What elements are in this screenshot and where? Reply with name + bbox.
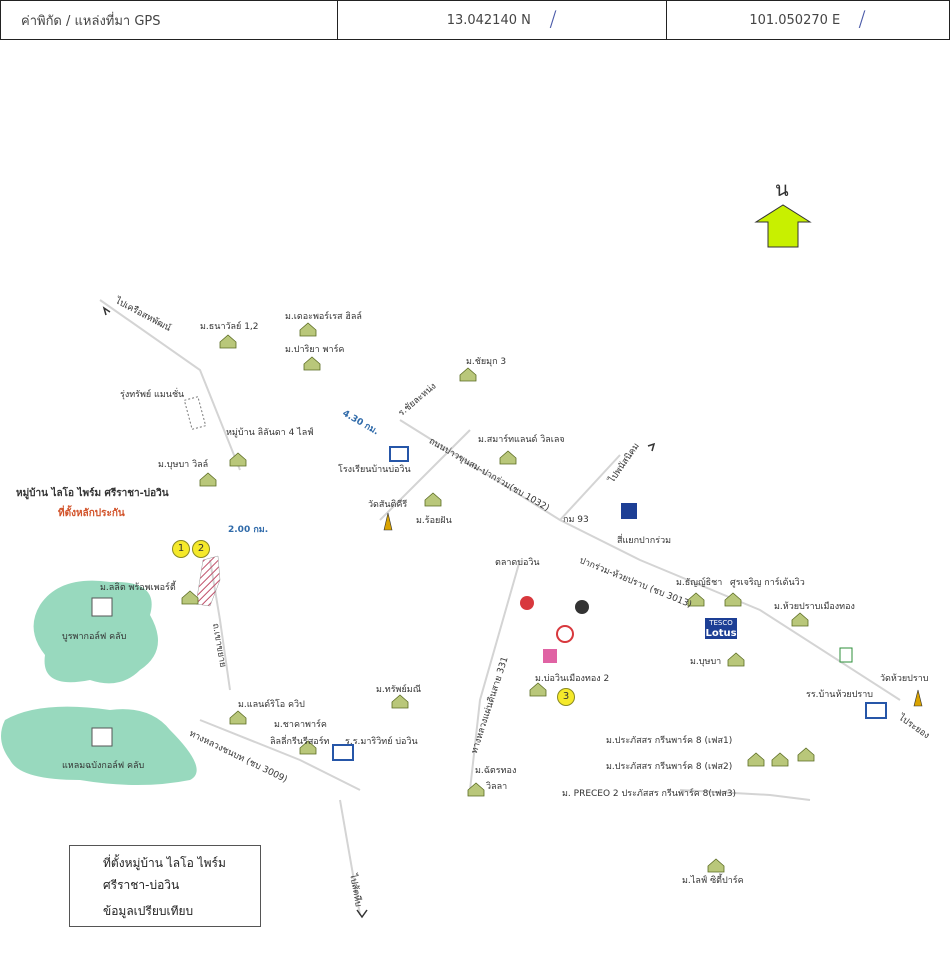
seven-eleven-icon <box>839 647 853 663</box>
temple-icon <box>913 689 923 707</box>
label-land-river: ม.แลนด์ริโอ ควิป <box>238 700 305 710</box>
compare-marker-3: 3 <box>557 688 575 706</box>
label-smart-land: ม.สมาร์ทแลนด์ วิลเลจ <box>478 435 565 445</box>
label-life-city: ม.ไลฟ์ ซิตี้ปาร์ค <box>682 876 744 886</box>
label-tanawan: ม.ธนาวัลย์ 1,2 <box>200 322 259 332</box>
compare-marker-2: 2 <box>192 540 210 558</box>
label-the-village: ม.เดอะพอร์เรส ฮิลล์ <box>285 312 362 322</box>
house-icon <box>219 334 237 349</box>
label-bussaba: ม.บุษบา วิลล์ <box>158 460 209 470</box>
bank-icon <box>556 625 574 643</box>
house-icon <box>299 740 317 755</box>
golf-icon <box>91 727 113 747</box>
label-roi-fan: ม.ร้อยฝัน <box>416 516 452 526</box>
north-arrow-icon <box>754 204 812 248</box>
label-green-park-2: ม.ประภัสสร กรีนพาร์ค 8 (เฟส2) <box>606 762 733 772</box>
house-icon <box>303 356 321 371</box>
golf-icon <box>91 597 113 617</box>
arrow-ne-icon <box>647 442 656 452</box>
label-lalinda: หมู่บ้าน ลิลันดา 4 ไลฟ์ <box>226 428 314 438</box>
house-icon <box>424 492 442 507</box>
label-green-park-1: ม.ประภัสสร กรีนพาร์ค 8 (เฟส1) <box>606 736 733 746</box>
label-lotus-green: ลิลลี่กรีนรีสอร์ท <box>270 737 330 747</box>
label-lakewood-golf: แหลมฉบังกอล์ฟ คลับ <box>62 761 145 771</box>
label-thanasit: ม.ธัญญ์ธิชา <box>676 578 723 588</box>
label-lio-village: หมู่บ้าน ไลโอ ไพร์ม ศรีราชา-บ่อวิน <box>16 488 169 499</box>
rungsap-plot <box>183 396 207 430</box>
label-lalit: ม.ลลิต พร้อพเพอร์ตี้ <box>100 583 176 593</box>
label-rungsap: รุ่งทรัพย์ แมนชั่น <box>120 390 185 400</box>
house-icon <box>181 590 199 605</box>
gps-label: ค่าพิกัด / แหล่งที่มา GPS <box>1 1 338 39</box>
school-icon <box>332 744 354 761</box>
gsb-icon <box>543 649 557 663</box>
house-icon <box>727 652 745 667</box>
house-icon <box>229 452 247 467</box>
house-icon <box>199 472 217 487</box>
house-icon <box>797 747 815 762</box>
label-burapha-golf: บูรพากอล์ฟ คลับ <box>62 632 127 642</box>
legend-compare: ข้อมูลเปรียบเทียบ <box>103 904 194 918</box>
gps-longitude: 101.050270 E╱ <box>749 11 868 29</box>
gps-latitude: 13.042140 N╱ <box>338 1 667 39</box>
house-icon <box>459 367 477 382</box>
legend-site-line1: ที่ตั้งหมู่บ้าน ไลโอ ไพร์ม <box>103 856 226 870</box>
label-preceo: ม. PRECEO 2 ประภัสสร กรีนพาร์ค 8(เฟส3) <box>562 789 737 799</box>
legend-site-line2: ศรีราชา-บ่อวิน <box>103 878 180 892</box>
house-icon <box>724 592 742 607</box>
label-ekachai: ม.ชาคาพาร์ค <box>274 720 327 730</box>
label-pakrua-junction: สี่แยกปากร่วม <box>617 536 672 546</box>
school-icon <box>389 446 409 462</box>
arrow-s-icon <box>356 909 368 919</box>
house-icon <box>771 752 789 767</box>
label-wat-huai-prap: วัดห้วยปราบ <box>880 674 929 684</box>
label-pariya: ม.ปาริยา พาร์ค <box>285 345 345 355</box>
house-icon <box>529 682 547 697</box>
bangkok-bank-icon <box>621 503 637 519</box>
temple-icon <box>383 512 393 531</box>
arrow-nw-icon <box>102 306 111 316</box>
label-bowin-muang: ม.บ่อวินเมืองทอง 2 <box>535 674 610 684</box>
label-km93: กม 93 <box>563 515 589 525</box>
house-icon <box>229 710 247 725</box>
label-wat-samkhiri: วัดสันติคีรี <box>368 500 408 510</box>
label-tak-mani: ม.ทรัพย์มณี <box>376 685 422 695</box>
house-icon <box>791 612 809 627</box>
label-distance-2: 2.00 กม. <box>228 525 269 535</box>
label-site: ที่ตั้งหลักประกัน <box>58 508 125 519</box>
house-icon <box>687 592 705 607</box>
label-chaimuk: ม.ชัยมุก 3 <box>466 357 507 367</box>
site-hatched-area <box>195 555 221 607</box>
golf-area-burapha <box>33 580 158 684</box>
house-icon <box>391 694 409 709</box>
label-suracharoen: ศูรเจริญ การ์เด้นวิว <box>730 578 805 588</box>
house-icon <box>707 858 725 873</box>
north-label: น <box>775 177 789 201</box>
house-icon <box>499 450 517 465</box>
school-icon <box>865 702 887 719</box>
lotus-logo: Lotus <box>705 628 737 639</box>
house-icon <box>299 322 317 337</box>
label-market: ตลาดบ่อวิน <box>495 558 540 568</box>
label-school: โรงเรียนบ้านบ่อวิน <box>338 465 411 475</box>
roads <box>99 299 901 916</box>
label-huai-prap-muang: ม.ห้วยปราบเมืองทอง <box>774 602 855 612</box>
ptt-icon <box>520 596 534 610</box>
house-icon <box>747 752 765 767</box>
label-bunyada: ม.บุษบา <box>690 657 722 667</box>
label-huai-prap-school: รร.บ้านห้วยปราบ <box>806 690 874 700</box>
label-mathayom: ร.ร.มาริวิทย์ บ่อวิน <box>345 737 418 747</box>
map-legend: ที่ตั้งหมู่บ้าน ไลโอ ไพร์ม ศรีราชา-บ่อวิ… <box>69 845 261 927</box>
compare-marker-1: 1 <box>172 540 190 558</box>
label-chattong: ม.ฉัตรทอง <box>475 766 517 776</box>
lotus-logo-top: TESCO <box>705 618 737 629</box>
gps-header: ค่าพิกัด / แหล่งที่มา GPS 13.042140 N╱ 1… <box>0 0 950 40</box>
label-villa: วิลลา <box>486 782 508 792</box>
house-icon <box>467 782 485 797</box>
shell-icon <box>575 600 589 614</box>
